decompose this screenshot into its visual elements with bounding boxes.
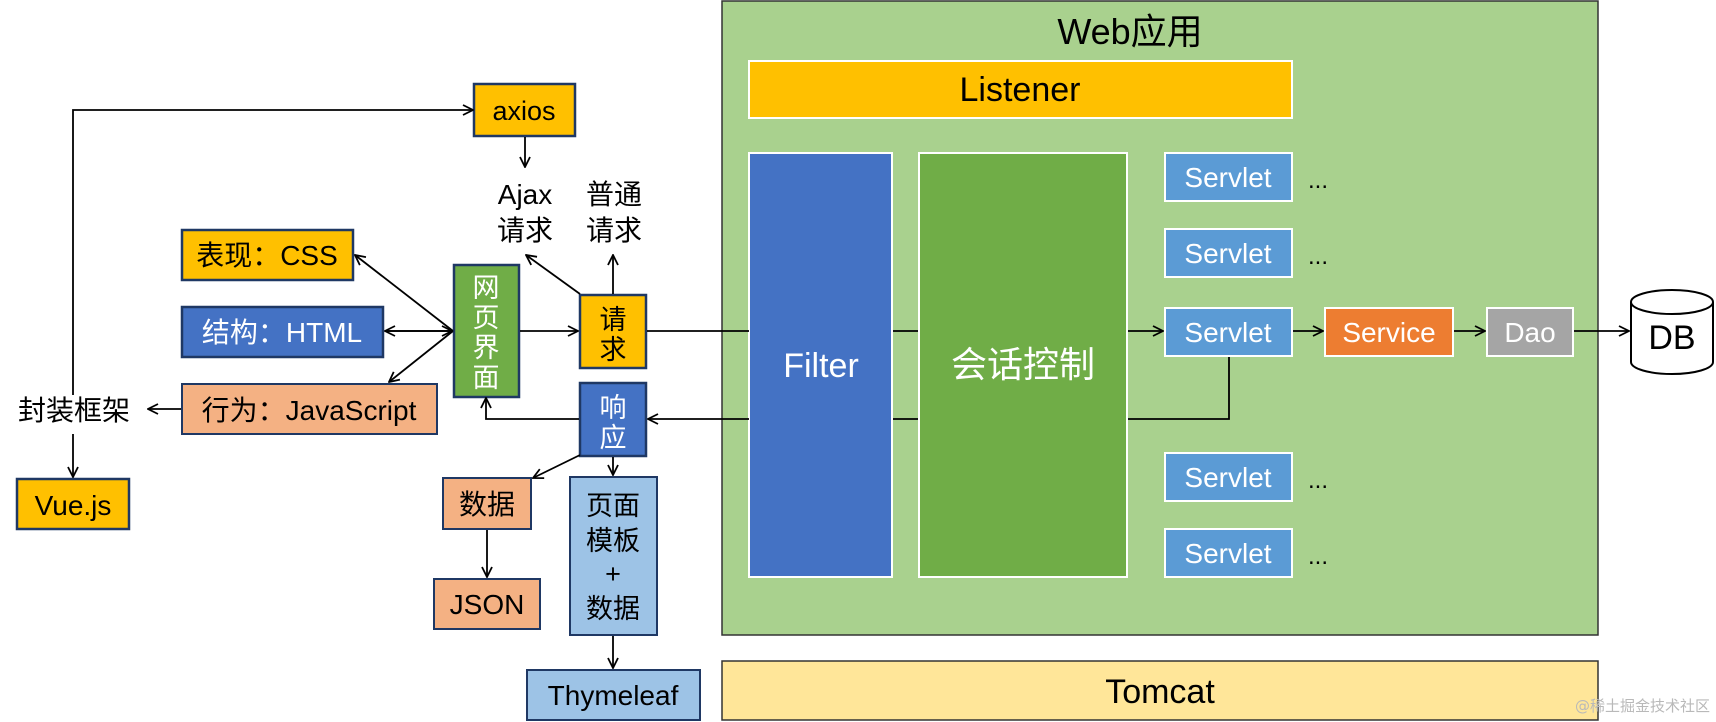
servlet-4-label: Servlet — [1184, 462, 1271, 493]
page-template-line4: 数据 — [586, 594, 640, 624]
servlet-2-label: Servlet — [1184, 238, 1271, 269]
servlet-3: Servlet — [1164, 307, 1293, 357]
request-char-2: 求 — [600, 335, 627, 365]
servlet-5-label: Servlet — [1184, 538, 1271, 569]
servlet-return-line — [1128, 357, 1230, 420]
html-label: 结构：HTML — [202, 317, 362, 348]
webpage-to-js-arrow — [389, 330, 454, 382]
data-box — [442, 477, 532, 530]
webpage-char-3: 界 — [473, 333, 500, 363]
servlet-2: Servlet ... — [1164, 228, 1328, 278]
request-to-ajax-arrow — [526, 255, 581, 295]
ajax-request-line1: Ajax — [498, 179, 552, 210]
session-control-box — [918, 152, 1128, 578]
webpage-char-1: 网 — [473, 273, 500, 303]
servlet-1-label: Servlet — [1184, 162, 1271, 193]
dao-label: Dao — [1504, 317, 1555, 348]
thymeleaf-box — [526, 669, 701, 721]
servlet-4-ellipsis: ... — [1308, 467, 1328, 494]
tomcat-box — [721, 660, 1599, 721]
vue-label: Vue.js — [35, 490, 112, 521]
servlet-3-label: Servlet — [1184, 317, 1271, 348]
page-template-box — [569, 476, 658, 636]
db-cylinder: DB — [1630, 289, 1714, 375]
tomcat-label: Tomcat — [1105, 673, 1215, 711]
service-label: Service — [1342, 317, 1435, 348]
webapp-title: Web应用 — [1057, 11, 1202, 52]
page-template-line1: 页面 — [586, 491, 640, 521]
listener-label: Listener — [960, 71, 1081, 109]
servlet-4: Servlet ... — [1164, 452, 1328, 502]
servlet-2-ellipsis: ... — [1308, 243, 1328, 270]
webpage-char-2: 页 — [473, 303, 500, 333]
response-char-2: 应 — [600, 423, 627, 453]
response-box — [578, 381, 648, 458]
request-box — [578, 293, 648, 370]
session-control-label: 会话控制 — [951, 344, 1095, 385]
json-label: JSON — [450, 589, 525, 620]
thymeleaf-label: Thymeleaf — [548, 680, 679, 711]
filter-box — [748, 152, 893, 578]
js-label: 行为：JavaScript — [202, 395, 417, 426]
listener-box — [748, 60, 1293, 119]
framework-to-axios-arrow — [72, 110, 473, 395]
normal-request-line2: 请求 — [586, 215, 642, 246]
ajax-request-line2: 请求 — [497, 215, 553, 246]
filter-label: Filter — [783, 347, 859, 385]
data-label: 数据 — [459, 489, 515, 520]
normal-request-line1: 普通 — [586, 179, 642, 210]
axios-box — [472, 82, 577, 138]
vue-box — [15, 477, 131, 531]
watermark: @稀土掘金技术社区 — [1574, 697, 1710, 715]
axios-label: axios — [492, 96, 555, 126]
framework-label: 封装框架 — [18, 395, 130, 426]
html-box — [180, 305, 385, 359]
connectors — [73, 110, 1629, 668]
js-box — [181, 383, 438, 435]
servlet-1-ellipsis: ... — [1308, 167, 1328, 194]
css-label: 表现：CSS — [196, 240, 338, 271]
json-box — [433, 578, 541, 630]
request-char-1: 请 — [600, 305, 627, 335]
page-template-line3: + — [605, 559, 621, 589]
page-template-line2: 模板 — [586, 526, 640, 556]
servlet-5: Servlet ... — [1164, 528, 1328, 578]
css-box — [180, 228, 355, 282]
servlet-5-ellipsis: ... — [1308, 543, 1328, 570]
response-char-1: 响 — [600, 393, 627, 423]
dao-box — [1486, 307, 1574, 357]
response-to-data-arrow — [533, 454, 581, 478]
servlet-1: Servlet ... — [1164, 152, 1328, 202]
db-label: DB — [1648, 319, 1695, 357]
webpage-to-css-arrow — [355, 255, 454, 332]
webpage-char-4: 面 — [473, 363, 500, 393]
service-box — [1324, 307, 1454, 357]
response-to-webpage-arrow — [486, 398, 579, 420]
